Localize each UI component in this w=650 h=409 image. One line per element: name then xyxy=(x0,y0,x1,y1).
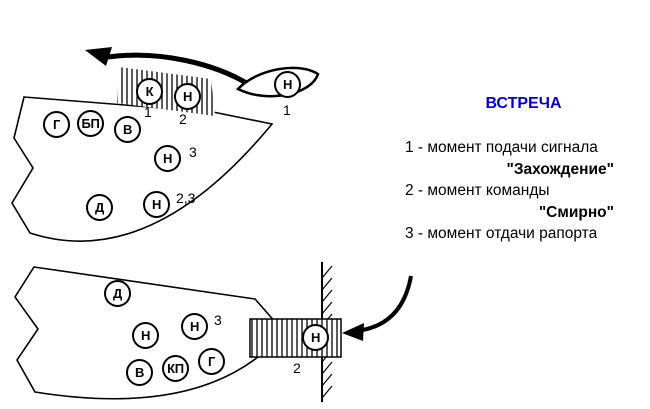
approach-arrow-top-head xyxy=(85,47,112,66)
note-3-top: 3 xyxy=(189,144,197,160)
circle-n-boat: Н xyxy=(274,71,301,98)
diagram-title: ВСТРЕЧА xyxy=(485,95,562,112)
note-2-gangway-top: 2 xyxy=(179,111,187,127)
note-3-bottom: 3 xyxy=(214,312,222,328)
legend-block: ВСТРЕЧА 1 - момент подачи сигнала "Захож… xyxy=(405,95,620,245)
circle-bp-top: БП xyxy=(77,110,104,137)
circle-n-gangway-top: Н xyxy=(174,83,201,110)
circle-k-gangway-top: К xyxy=(136,78,163,105)
circle-v-bottom: В xyxy=(126,359,153,386)
circle-n-brow-bottom: Н xyxy=(302,324,329,351)
circle-n1-bottom: Н xyxy=(132,322,159,349)
note-1-gangway-top: 1 xyxy=(144,104,152,120)
circle-d-bottom: Д xyxy=(104,280,131,307)
circle-d-top: Д xyxy=(86,194,113,221)
legend-item-3: 3 - момент отдачи рапорта xyxy=(405,225,598,242)
legend-item-2: 2 - момент команды xyxy=(405,182,550,199)
ship-hull-top xyxy=(11,96,274,242)
legend-item-2-term: "Смирно" xyxy=(538,203,614,221)
circle-n2-top: Н xyxy=(143,191,170,218)
circle-n1-top: Н xyxy=(154,145,181,172)
legend-item-1-term: "Захождение" xyxy=(506,160,615,178)
approach-arrow-bottom xyxy=(355,275,413,333)
note-1-boat: 1 xyxy=(283,102,291,118)
legend-item-1: 1 - момент подачи сигнала xyxy=(405,139,598,156)
circle-g-bottom: Г xyxy=(198,348,225,375)
note-2-3-top: 2,3 xyxy=(176,190,196,206)
circle-n2-bottom: Н xyxy=(181,313,208,340)
approach-arrow-bottom-head xyxy=(342,323,364,341)
circle-g-top: Г xyxy=(43,111,70,138)
circle-v-top: В xyxy=(114,116,141,143)
approach-arrow-top xyxy=(107,52,250,87)
circle-kp-bottom: КП xyxy=(162,355,189,382)
note-2-brow-bottom: 2 xyxy=(293,360,301,376)
